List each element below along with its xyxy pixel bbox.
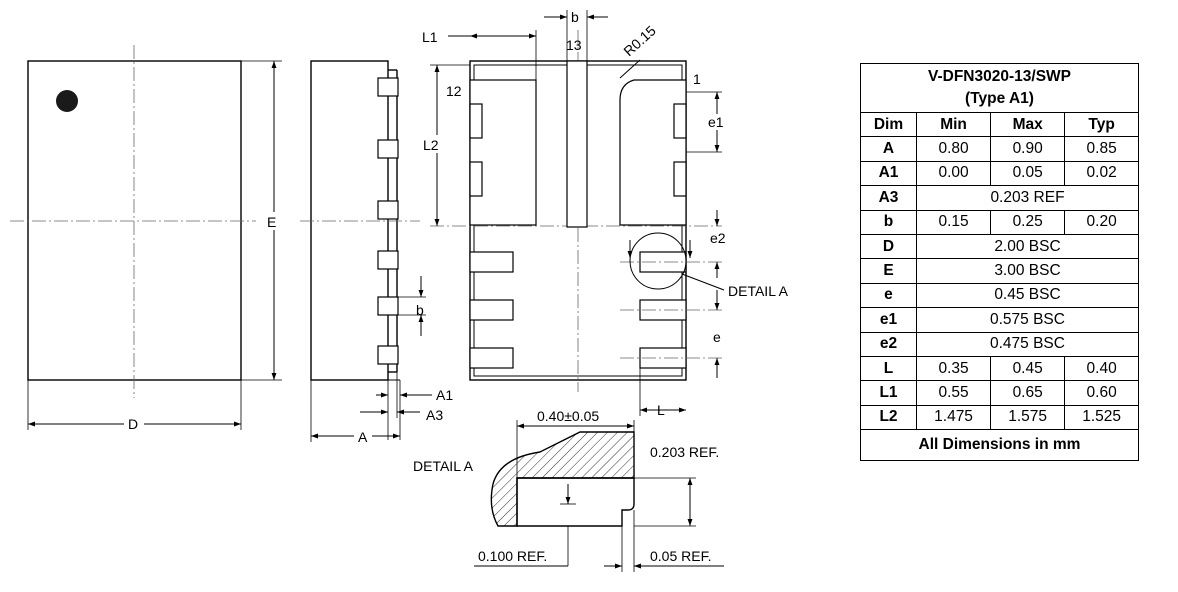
cell-dim: L1 <box>861 380 917 406</box>
top-view: E D <box>10 45 282 432</box>
cell-dim: E <box>861 258 917 284</box>
cell-dim: b <box>861 209 917 235</box>
detail-a-circle <box>629 232 687 290</box>
cell-dim: A1 <box>861 160 917 187</box>
label-R015: R0.15 <box>620 22 659 59</box>
cell-min: 0.55 <box>915 380 992 406</box>
side-leads <box>377 77 399 365</box>
label-pin-1: 1 <box>693 71 701 87</box>
label-E: E <box>267 214 276 230</box>
cell-max: 1.575 <box>990 404 1066 430</box>
cell-dim: D <box>861 233 917 260</box>
cell-min: 0.35 <box>915 355 992 382</box>
header-typ: Typ <box>1064 111 1138 138</box>
dimension-table: V-DFN3020-13/SWP (Type A1) Dim Min Max T… <box>860 63 1139 462</box>
label-L: L <box>657 402 665 418</box>
cell-dim: e <box>861 282 917 309</box>
cell-dim: A3 <box>861 185 917 211</box>
cell-value: 3.00 BSC <box>915 258 1138 284</box>
table-title: V-DFN3020-13/SWP (Type A1) <box>861 64 1138 113</box>
cell-typ: 0.40 <box>1064 355 1138 382</box>
cell-value: 0.475 BSC <box>915 331 1138 357</box>
cell-dim: e1 <box>861 307 917 333</box>
label-side-b: b <box>416 302 424 318</box>
cell-typ: 0.85 <box>1064 136 1138 162</box>
bottom-view: b 13 L1 R0.15 1 12 L2 e1 e2 e L <box>420 9 789 418</box>
label-A1: A1 <box>436 387 453 403</box>
label-e2: e2 <box>710 230 726 246</box>
label-L2: L2 <box>423 137 439 153</box>
cell-min: 0.00 <box>915 160 992 187</box>
exposed-pad-12 <box>469 79 537 226</box>
label-005: 0.05 REF. <box>650 548 711 564</box>
cell-value: 0.45 BSC <box>915 282 1138 309</box>
exposed-pad-1 <box>619 79 687 226</box>
cell-max: 0.25 <box>990 209 1066 235</box>
detail-a-view: 0.40±0.05 DETAIL A 0.203 REF. 0.100 REF.… <box>413 408 724 572</box>
top-view-body <box>27 60 242 381</box>
label-e1: e1 <box>708 114 724 130</box>
side-view: b A1 A3 A <box>300 60 453 445</box>
detail-a-title: DETAIL A <box>413 458 474 474</box>
cell-max: 0.90 <box>990 136 1066 162</box>
label-A3: A3 <box>426 407 443 423</box>
cell-max: 0.45 <box>990 355 1066 382</box>
label-0100: 0.100 REF. <box>478 548 547 564</box>
label-pin-12: 12 <box>446 83 462 99</box>
cell-min: 0.80 <box>915 136 992 162</box>
cell-dim: A <box>861 136 917 162</box>
cell-dim: L2 <box>861 404 917 430</box>
label-D: D <box>128 416 138 432</box>
cell-min: 0.15 <box>915 209 992 235</box>
label-bottom-b: b <box>571 9 579 25</box>
cell-value: 2.00 BSC <box>915 233 1138 260</box>
cell-typ: 1.525 <box>1064 404 1138 430</box>
label-0203: 0.203 REF. <box>650 444 719 460</box>
cell-dim: L <box>861 355 917 382</box>
header-min: Min <box>915 111 992 138</box>
label-e: e <box>713 329 721 345</box>
label-A: A <box>358 429 368 445</box>
side-view-body <box>310 60 389 381</box>
cell-value: 0.575 BSC <box>915 307 1138 333</box>
cell-typ: 0.60 <box>1064 380 1138 406</box>
pin1-dot-icon <box>56 90 78 112</box>
cell-dim: e2 <box>861 331 917 357</box>
cell-max: 0.65 <box>990 380 1066 406</box>
table-header-row: Dim Min Max Typ <box>861 111 1138 138</box>
label-pin-13: 13 <box>566 37 582 53</box>
label-040: 0.40±0.05 <box>537 408 599 424</box>
cell-typ: 0.02 <box>1064 160 1138 187</box>
detail-a-callout: DETAIL A <box>728 283 789 299</box>
table-footer: All Dimensions in mm <box>861 429 1138 461</box>
cell-max: 0.05 <box>990 160 1066 187</box>
cell-typ: 0.20 <box>1064 209 1138 235</box>
cell-min: 1.475 <box>915 404 992 430</box>
cell-value: 0.203 REF <box>915 185 1138 211</box>
label-L1: L1 <box>422 29 438 45</box>
header-max: Max <box>990 111 1066 138</box>
center-pad-13 <box>566 60 588 228</box>
header-dim: Dim <box>861 111 917 138</box>
